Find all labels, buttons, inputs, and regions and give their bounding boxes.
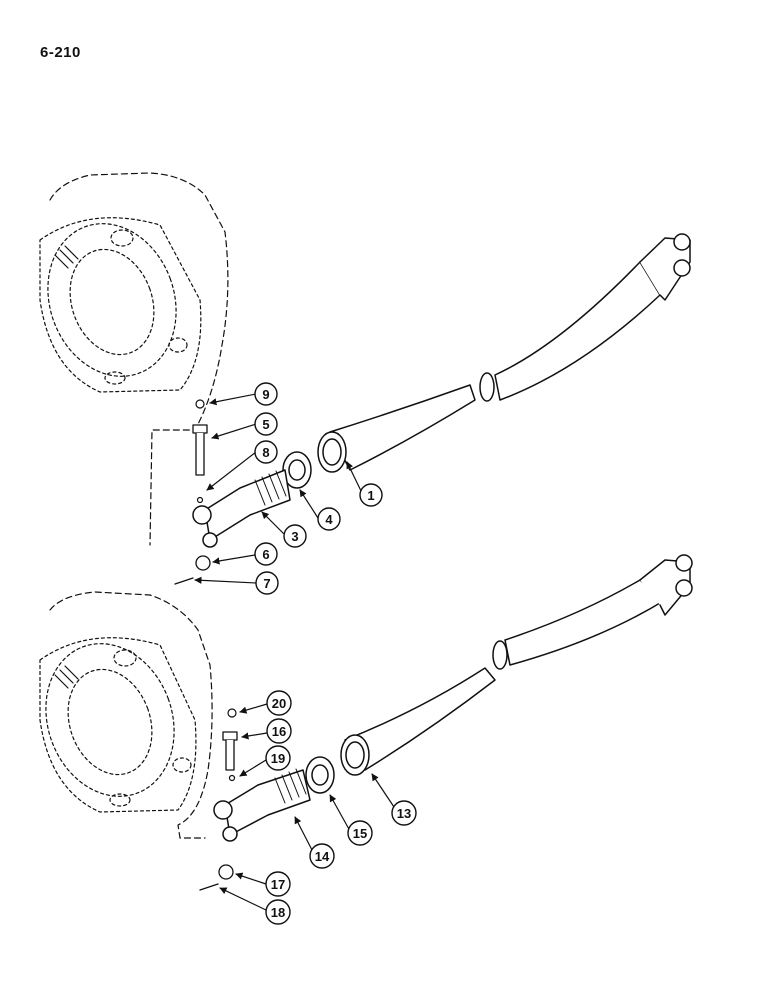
svg-text:3: 3: [291, 529, 298, 544]
callouts: 9 5 8 3 4 1 6 7 20 16 19 14 15 13 17 18: [254, 382, 417, 925]
upper-grease-fitting: [195, 399, 205, 504]
lower-axle-housing-outline: [49, 591, 213, 839]
callout-6: 6: [254, 542, 278, 566]
callout-9: 9: [254, 382, 278, 406]
callout-4: 4: [317, 507, 341, 531]
callout-16: 16: [266, 718, 292, 744]
leader-lines: [194, 393, 397, 911]
upper-bolt: [192, 424, 208, 476]
svg-text:8: 8: [262, 445, 269, 460]
upper-cotter-pin: [174, 577, 194, 585]
callout-13: 13: [391, 800, 417, 826]
svg-text:13: 13: [397, 806, 411, 821]
lower-drag-link-tube: [340, 554, 693, 776]
callout-15: 15: [347, 820, 373, 846]
callout-19: 19: [265, 745, 291, 771]
svg-text:14: 14: [315, 849, 330, 864]
callout-1: 1: [359, 483, 383, 507]
svg-text:5: 5: [262, 417, 269, 432]
svg-text:18: 18: [271, 905, 285, 920]
upper-tie-rod-end: [192, 469, 291, 548]
callout-5: 5: [254, 412, 278, 436]
callout-20: 20: [266, 690, 292, 716]
svg-text:9: 9: [262, 387, 269, 402]
lower-grease-fitting: [227, 708, 237, 782]
upper-castle-nut: [195, 555, 211, 571]
lower-tie-rod-end: [213, 768, 311, 842]
callout-17: 17: [265, 871, 291, 897]
svg-text:16: 16: [272, 724, 286, 739]
svg-text:20: 20: [272, 696, 286, 711]
lower-castle-nut: [218, 864, 234, 880]
svg-text:4: 4: [325, 512, 333, 527]
page-number: 6-210: [40, 44, 81, 61]
svg-text:1: 1: [367, 488, 374, 503]
svg-text:7: 7: [263, 576, 270, 591]
svg-text:19: 19: [271, 751, 285, 766]
svg-text:6: 6: [262, 547, 269, 562]
callout-8: 8: [254, 440, 278, 464]
svg-text:15: 15: [353, 826, 367, 841]
svg-text:17: 17: [271, 877, 285, 892]
lower-axle-housing: [39, 637, 197, 813]
lower-bolt: [222, 731, 238, 771]
callout-3: 3: [283, 524, 307, 548]
callout-7: 7: [255, 571, 279, 595]
callout-18: 18: [265, 899, 291, 925]
upper-drag-link-tube: [317, 233, 691, 473]
upper-axle-housing: [39, 217, 202, 393]
lower-cotter-pin: [199, 883, 219, 891]
upper-jam-nut: [282, 451, 312, 489]
callout-14: 14: [309, 843, 335, 869]
upper-axle-housing-outline: [49, 172, 229, 546]
lower-jam-nut: [305, 756, 335, 794]
